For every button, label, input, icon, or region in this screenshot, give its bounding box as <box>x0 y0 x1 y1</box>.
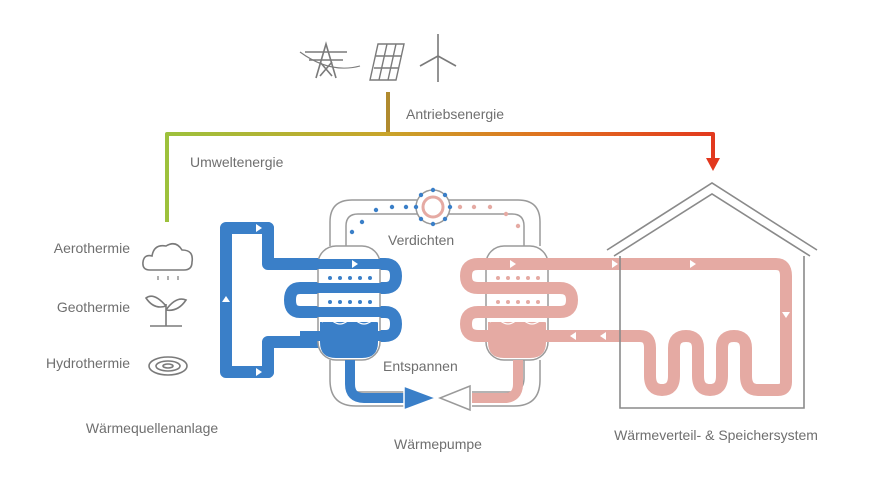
liquid-line-cold <box>345 360 404 403</box>
compressor <box>413 187 453 227</box>
waermequellenanlage-label: Wärmequellenanlage <box>86 420 219 436</box>
waermeverteil-label: Wärmeverteil- & Speichersystem <box>614 427 818 443</box>
geothermie-label: Geothermie <box>57 299 130 315</box>
evaporator-coil-arrows <box>352 260 358 268</box>
source-loop-arrows <box>222 224 262 376</box>
verdichten-label: Verdichten <box>388 232 454 248</box>
wind-turbine-icon <box>419 34 457 82</box>
seedling-icon <box>144 295 188 327</box>
liquid-line-warm <box>472 360 523 403</box>
refrigerant-dots <box>349 204 521 235</box>
evaporator-coil <box>285 259 401 341</box>
water-ripple-icon <box>148 356 188 376</box>
umweltenergie-label: Umweltenergie <box>190 154 284 170</box>
aerothermie-label: Aerothermie <box>54 240 130 256</box>
expansion-valve <box>403 384 471 412</box>
energy-flow-line <box>165 92 720 222</box>
distribution-loop-arrows <box>510 260 790 340</box>
waermepumpe-label: Wärmepumpe <box>394 436 482 452</box>
house-outline <box>606 182 818 409</box>
antriebsenergie-label: Antriebsenergie <box>406 106 504 122</box>
entspannen-label: Entspannen <box>383 358 458 374</box>
hydrothermie-label: Hydrothermie <box>46 355 130 371</box>
distribution-loop <box>460 258 792 396</box>
solar-panel-icon <box>369 43 405 81</box>
cloud-icon <box>142 242 194 280</box>
power-pylon-icon <box>299 41 361 79</box>
